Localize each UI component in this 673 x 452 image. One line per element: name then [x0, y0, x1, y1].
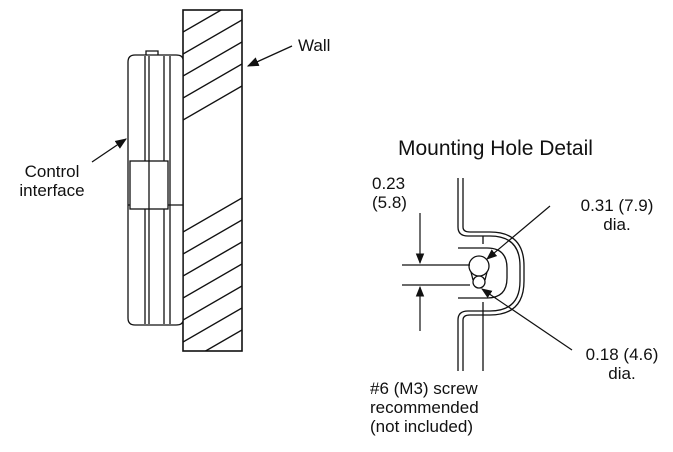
screw-note-line1: #6 (M3) screw	[370, 379, 478, 398]
mounting-hole-detail	[457, 178, 525, 371]
dim-031-leader	[486, 205, 551, 260]
control-interface-label-line1: Control	[24, 162, 80, 181]
wall-leader-arrow	[246, 45, 293, 67]
dim-018-label: 0.18 (4.6) dia.	[573, 345, 671, 383]
dimension-023-lines	[402, 213, 470, 331]
mounting-hole-title: Mounting Hole Detail	[398, 137, 593, 160]
control-interface-label-line2: interface	[19, 181, 85, 200]
dim-018-leader	[481, 288, 573, 351]
control-interface-device	[127, 50, 184, 326]
dim-023-label: 0.23 (5.8)	[372, 174, 407, 212]
dim-031-dia: dia.	[603, 215, 631, 234]
control-interface-label: Control interface	[2, 162, 102, 200]
control-interface-leader-arrow	[91, 138, 127, 163]
dim-023-inch: 0.23	[372, 174, 406, 193]
dim-018-dia: dia.	[608, 364, 636, 383]
wall-label: Wall	[298, 36, 331, 55]
dim-031-label: 0.31 (7.9) dia.	[568, 196, 666, 234]
dim-018-value: 0.18 (4.6)	[585, 345, 659, 364]
dim-023-mm: (5.8)	[372, 193, 407, 212]
dim-031-value: 0.31 (7.9)	[580, 196, 654, 215]
wall-shape	[182, 9, 243, 352]
screw-note-line2: recommended	[370, 398, 479, 417]
screw-note: #6 (M3) screw recommended (not included)	[370, 379, 479, 436]
screw-note-line3: (not included)	[370, 417, 474, 436]
